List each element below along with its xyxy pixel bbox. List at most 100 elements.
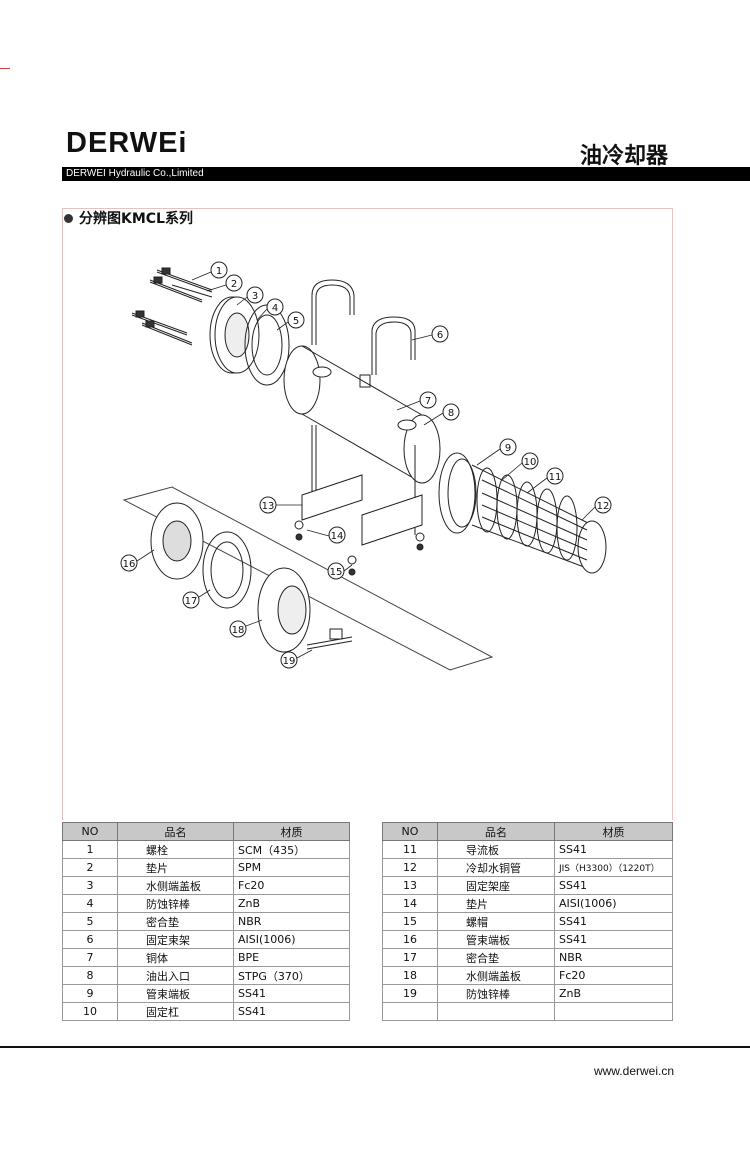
table-cell: 14 [382,894,438,913]
table-cell: SS41 [233,984,350,1003]
callout-label: 3 [252,291,258,302]
table-cell: 水侧端盖板 [437,966,555,985]
header-material: 材质 [554,822,673,841]
table-cell: SS41 [554,876,673,895]
table-cell: 5 [62,912,118,931]
table-cell [382,1002,438,1021]
table-cell: 6 [62,930,118,949]
table-cell: Fc20 [554,966,673,985]
table-cell: 固定架座 [437,876,555,895]
table-cell: 1 [62,840,118,859]
callout-label: 15 [330,567,343,578]
callout-label: 19 [283,656,296,667]
table-cell: 密合垫 [117,912,234,931]
header-name: 品名 [117,822,234,841]
table-cell: 管束端板 [437,930,555,949]
table-cell: 密合垫 [437,948,555,967]
callout-label: 4 [272,303,278,314]
table-cell: SPM [233,858,350,877]
table-cell: 螺栓 [117,840,234,859]
table-cell: 18 [382,966,438,985]
table-cell: 3 [62,876,118,895]
table-cell: SS41 [554,930,673,949]
callout-label: 5 [293,316,299,327]
section-title: 分辨图KMCL系列 [64,208,193,228]
section-title-text: 分辨图KMCL系列 [79,211,193,227]
callout-label: 2 [231,279,237,290]
callout-label: 11 [549,472,562,483]
table-cell: NBR [554,948,673,967]
table-cell: NBR [233,912,350,931]
table-cell: 垫片 [117,858,234,877]
callout-label: 6 [437,330,443,341]
table-cell: 8 [62,966,118,985]
table-cell: BPE [233,948,350,967]
table-cell: 固定束架 [117,930,234,949]
table-cell: JIS（H3300）（1220T） [554,858,673,877]
callout-label: 16 [123,559,136,570]
callout-label: 14 [331,531,344,542]
table-cell: 13 [382,876,438,895]
table-cell: 管束端板 [117,984,234,1003]
table-cell [437,1002,555,1021]
callout-label: 1 [216,266,222,277]
table-cell: 导流板 [437,840,555,859]
callout-label: 18 [232,625,245,636]
website-link[interactable]: www.derwei.cn [593,1064,674,1078]
header-no: NO [62,822,118,841]
diagram-frame [62,208,673,820]
table-cell: STPG（370） [233,966,350,985]
callout-label: 7 [425,396,431,407]
table-cell: 2 [62,858,118,877]
table-cell: 19 [382,984,438,1003]
table-cell: 11 [382,840,438,859]
table-cell: 防蚀锌棒 [437,984,555,1003]
callout-label: 10 [524,457,537,468]
table-cell: 16 [382,930,438,949]
bolts-group [131,267,213,346]
table-cell: 4 [62,894,118,913]
table-cell: Fc20 [233,876,350,895]
table-cell: SS41 [554,912,673,931]
table-cell: AISI(1006) [233,930,350,949]
callout-label: 13 [262,501,275,512]
table-cell: 冷却水铜管 [437,858,555,877]
header-name: 品名 [437,822,555,841]
bullet-icon [64,213,73,223]
table-cell: 7 [62,948,118,967]
table-cell: SS41 [233,1002,350,1021]
table-cell: 17 [382,948,438,967]
footer-divider [0,1046,750,1048]
logo: DERWEi [66,127,188,159]
table-cell: 水侧端盖板 [117,876,234,895]
table-cell: SCM（435） [233,840,350,859]
header-material: 材质 [233,822,350,841]
callout-label: 8 [448,408,454,419]
header-no: NO [382,822,438,841]
table-cell: 固定杠 [117,1002,234,1021]
table-cell: 油出入口 [117,966,234,985]
table-cell: AISI(1006) [554,894,673,913]
table-cell: 防蚀锌棒 [117,894,234,913]
table-cell: 12 [382,858,438,877]
table-cell: 15 [382,912,438,931]
company-name: DERWEI Hydraulic Co.,Limited [66,168,204,179]
